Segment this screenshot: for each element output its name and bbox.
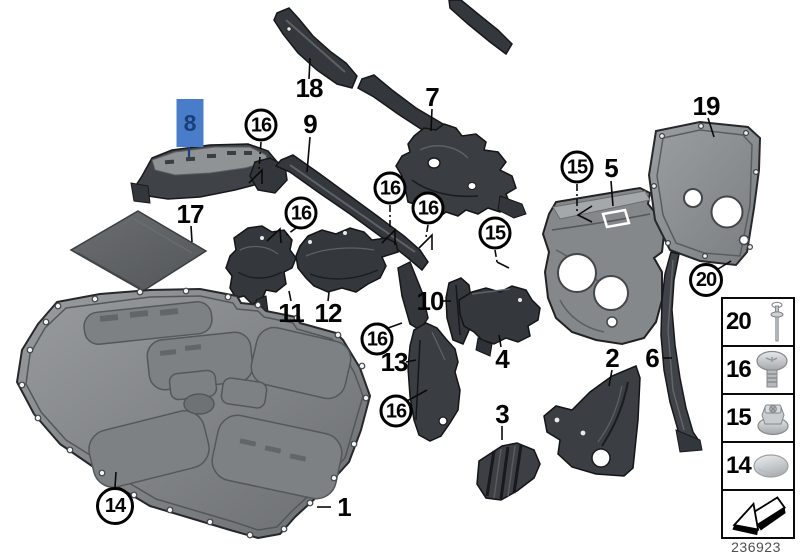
callout-9-2: 9 xyxy=(303,109,318,139)
diagram-number: 236923 xyxy=(731,539,781,555)
direction-of-travel-arrow-icon xyxy=(731,496,786,536)
cover-cap-icon xyxy=(753,454,789,478)
legend-label-14: 14 xyxy=(726,452,752,479)
callout-16-5: 16 xyxy=(244,108,278,142)
callout-18-0: 18 xyxy=(295,73,324,103)
part-13-insulation xyxy=(407,322,461,442)
washer-head-screw-icon xyxy=(756,350,788,388)
callout-17-8: 17 xyxy=(176,199,205,229)
callout-12-15: 12 xyxy=(314,298,343,328)
callout-16-19: 16 xyxy=(379,394,413,428)
part-19-insulation-plate xyxy=(647,120,762,267)
callout-6-22: 6 xyxy=(645,343,660,373)
part-4-insulation xyxy=(458,285,541,357)
legend-row-14: 14 xyxy=(723,443,793,491)
callout-1-25: 1 xyxy=(337,492,352,522)
callout-20-13: 20 xyxy=(689,263,723,297)
part-8-insulation xyxy=(130,143,288,204)
callout-16-10: 16 xyxy=(373,171,407,205)
callout-19-3: 19 xyxy=(692,91,721,121)
fastener-legend: 20 16 15 xyxy=(721,297,795,539)
expansion-rivet-icon xyxy=(757,300,791,344)
part-1-underbody-panel xyxy=(16,287,371,539)
callout-11-14: 11 xyxy=(278,298,304,328)
callout-16-18: 16 xyxy=(360,322,394,356)
leader-lines xyxy=(114,57,732,508)
callout-16-11: 16 xyxy=(411,191,445,225)
callout-10-16: 10 xyxy=(416,286,445,316)
legend-row-16: 16 xyxy=(723,347,793,395)
part-2-insulation xyxy=(543,364,641,477)
legend-row-15: 15 xyxy=(723,395,793,443)
callout-8-4: 8 xyxy=(176,99,204,147)
callout-13-17: 13 xyxy=(380,347,409,377)
callout-2-21: 2 xyxy=(605,343,620,373)
callout-16-9: 16 xyxy=(284,196,318,230)
part-6-insulation-strip xyxy=(660,251,703,453)
part-3-insulation xyxy=(476,442,541,501)
legend-label-20: 20 xyxy=(726,308,752,335)
direction-arrow-cell xyxy=(723,491,793,537)
part-12-insulation xyxy=(295,227,399,293)
legend-row-20: 20 xyxy=(723,299,793,347)
legend-label-15: 15 xyxy=(726,404,752,431)
callout-5-7: 5 xyxy=(604,153,619,183)
part-5-insulation xyxy=(541,186,666,346)
flange-nut-icon xyxy=(757,404,789,436)
callout-7-1: 7 xyxy=(425,82,440,112)
callout-3-23: 3 xyxy=(495,399,510,429)
callout-4-20: 4 xyxy=(495,344,510,374)
callout-15-12: 15 xyxy=(478,216,512,250)
callout-14-24: 14 xyxy=(96,487,134,525)
legend-label-16: 16 xyxy=(726,356,752,383)
part-18-insulation-strip xyxy=(273,7,358,89)
callout-15-6: 15 xyxy=(560,150,594,184)
